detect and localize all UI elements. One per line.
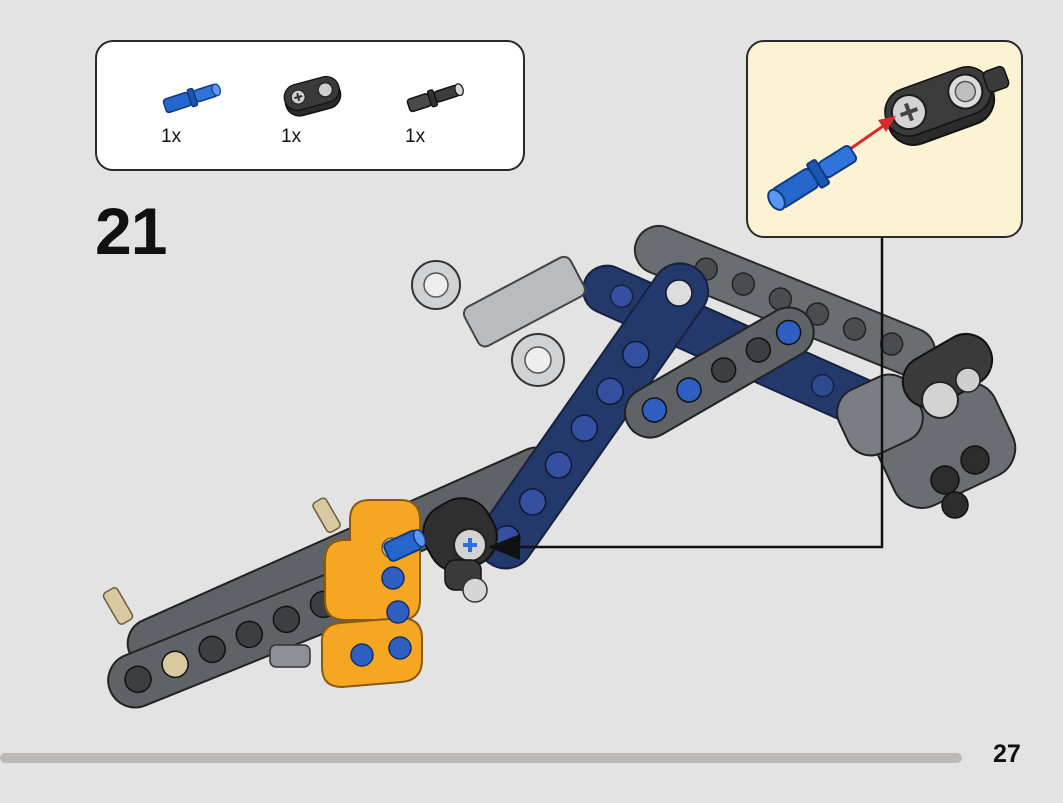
black-axle-connector-icon (406, 83, 464, 113)
assembly-arrowhead-icon (878, 116, 896, 132)
parts-list-item: 1x (279, 76, 359, 156)
lower-connector (269, 644, 311, 668)
callout-blue-pin-part (767, 144, 858, 211)
right-connector-cluster (836, 332, 1017, 519)
callout-diagram (767, 65, 1010, 211)
parts-list-item: 1x (403, 76, 483, 156)
parts-list-box: 1x 1x 1x (95, 40, 525, 171)
light-gray-frame (411, 255, 586, 387)
orange-liftarm (320, 499, 423, 689)
model-illustration (102, 224, 1017, 709)
black-double-connector-icon (283, 76, 342, 117)
part-quantity: 1x (281, 126, 302, 147)
callout-connector-part (884, 65, 1010, 146)
part-quantity: 1x (405, 126, 426, 147)
front-black-connector (422, 497, 498, 603)
tan-pin (102, 587, 134, 625)
part-quantity: 1x (161, 126, 182, 147)
page-number: 27 (993, 740, 1021, 768)
page-progress-bar (0, 753, 962, 763)
tan-pin (312, 497, 341, 534)
blue-axle-pin-icon (162, 83, 222, 114)
callout-leader-line (520, 238, 884, 549)
callout-pointer-arrowhead-icon (488, 534, 520, 560)
sub-assembly-callout (746, 40, 1023, 238)
front-blue-pin (383, 529, 427, 562)
middle-gray-beam (624, 306, 815, 439)
parts-list-item: 1x (159, 76, 239, 156)
step-number: 21 (95, 194, 167, 268)
